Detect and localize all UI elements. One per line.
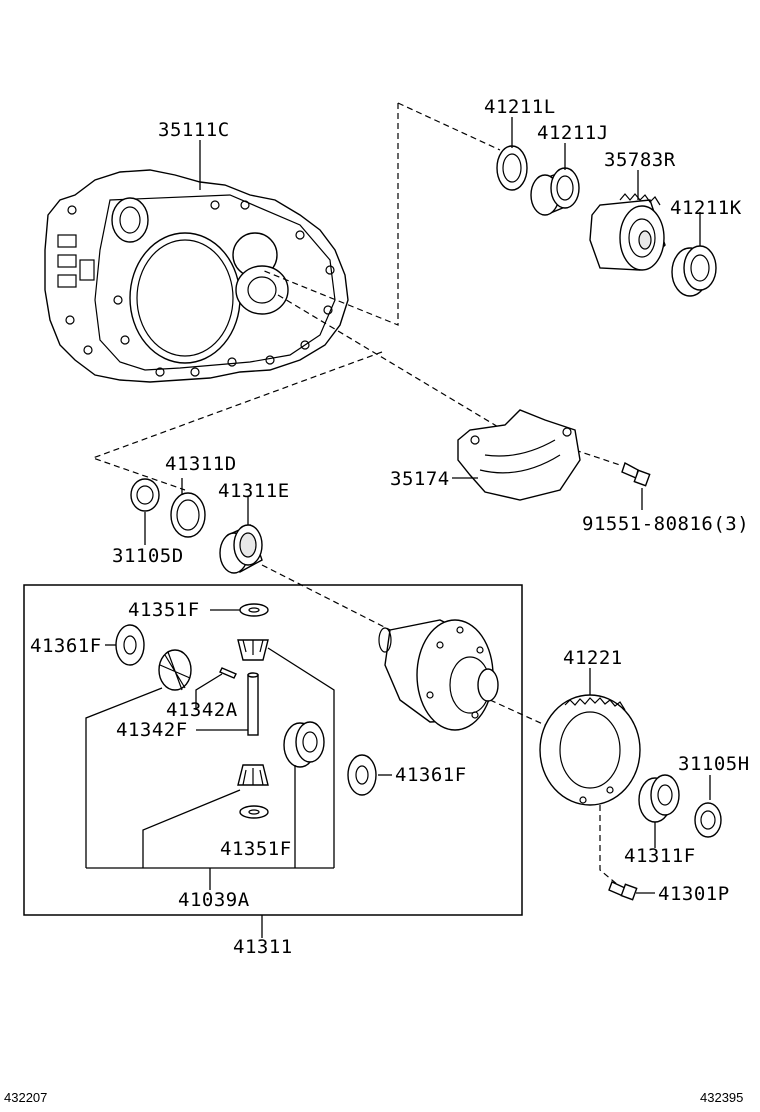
- washer-41361F-left: [115, 624, 145, 666]
- pinion-gear-bottom: [237, 764, 269, 786]
- guide-line-to-gear: [489, 699, 546, 726]
- pinion-gear-top: [237, 639, 269, 661]
- label-41311D: 41311D: [165, 453, 237, 475]
- shaft-41342F: [247, 672, 259, 736]
- gear-35783R: [589, 193, 666, 271]
- label-41311F: 41311F: [624, 845, 696, 867]
- guide-line-to-cover: [277, 294, 521, 441]
- bearing-41211J: [530, 167, 580, 216]
- guide-line-to-case: [261, 564, 401, 636]
- label-31105D: 31105D: [112, 545, 184, 567]
- label-41301P: 41301P: [658, 883, 730, 905]
- guide-line-upper: [261, 103, 399, 326]
- label-35111C: 35111C: [158, 119, 230, 141]
- label-41361F-left: 41361F: [30, 635, 102, 657]
- label-41311: 41311: [233, 936, 293, 958]
- bearing-41311E: [219, 524, 263, 574]
- differential-case: [378, 619, 499, 731]
- washer-41351F-top: [239, 603, 269, 617]
- label-41311E: 41311E: [218, 480, 290, 502]
- footer-code-right: 432395: [700, 1090, 743, 1105]
- footer-code-left: 432207: [4, 1090, 47, 1105]
- oil-seal-41211L: [496, 145, 528, 191]
- shim-41311D: [170, 492, 206, 538]
- side-gear-right: [283, 721, 325, 768]
- label-35174: 35174: [390, 468, 450, 490]
- washer-41361F-right: [347, 754, 377, 796]
- label-41211K: 41211K: [670, 197, 742, 219]
- label-35783R: 35783R: [604, 149, 676, 171]
- guide-line-to-bolt: [574, 449, 621, 466]
- bolt-41301P: [608, 881, 638, 901]
- label-41221: 41221: [563, 647, 623, 669]
- bearing-41311F: [638, 774, 680, 823]
- label-41039A: 41039A: [178, 889, 250, 911]
- guide-line-to-bolt-41301: [599, 805, 619, 886]
- label-31105H: 31105H: [678, 753, 750, 775]
- oil-seal-31105H: [694, 802, 722, 838]
- label-41211L: 41211L: [484, 96, 556, 118]
- transaxle-housing: [44, 169, 349, 383]
- side-gear-left: [158, 649, 192, 691]
- bearing-41211K: [671, 245, 717, 297]
- oil-seal-31105D: [130, 478, 160, 512]
- label-41351F-top: 41351F: [128, 599, 200, 621]
- label-41342F: 41342F: [116, 719, 188, 741]
- guide-line-middle: [91, 351, 383, 491]
- washer-41351F-bottom: [239, 805, 269, 819]
- differential-assembly-frame: [23, 584, 523, 916]
- bolt-91551: [621, 461, 651, 487]
- label-91551-80816: 91551-80816(3): [582, 513, 749, 535]
- guide-line-upper-right: [397, 102, 501, 151]
- pin-41342A: [219, 667, 237, 679]
- label-41361F-right: 41361F: [395, 764, 467, 786]
- ring-gear-41221: [539, 694, 641, 806]
- label-41351F-bottom: 41351F: [220, 838, 292, 860]
- cover-35174: [457, 409, 581, 501]
- label-41211J: 41211J: [537, 122, 609, 144]
- leader-lines: [85, 117, 711, 938]
- label-41342A: 41342A: [166, 699, 238, 721]
